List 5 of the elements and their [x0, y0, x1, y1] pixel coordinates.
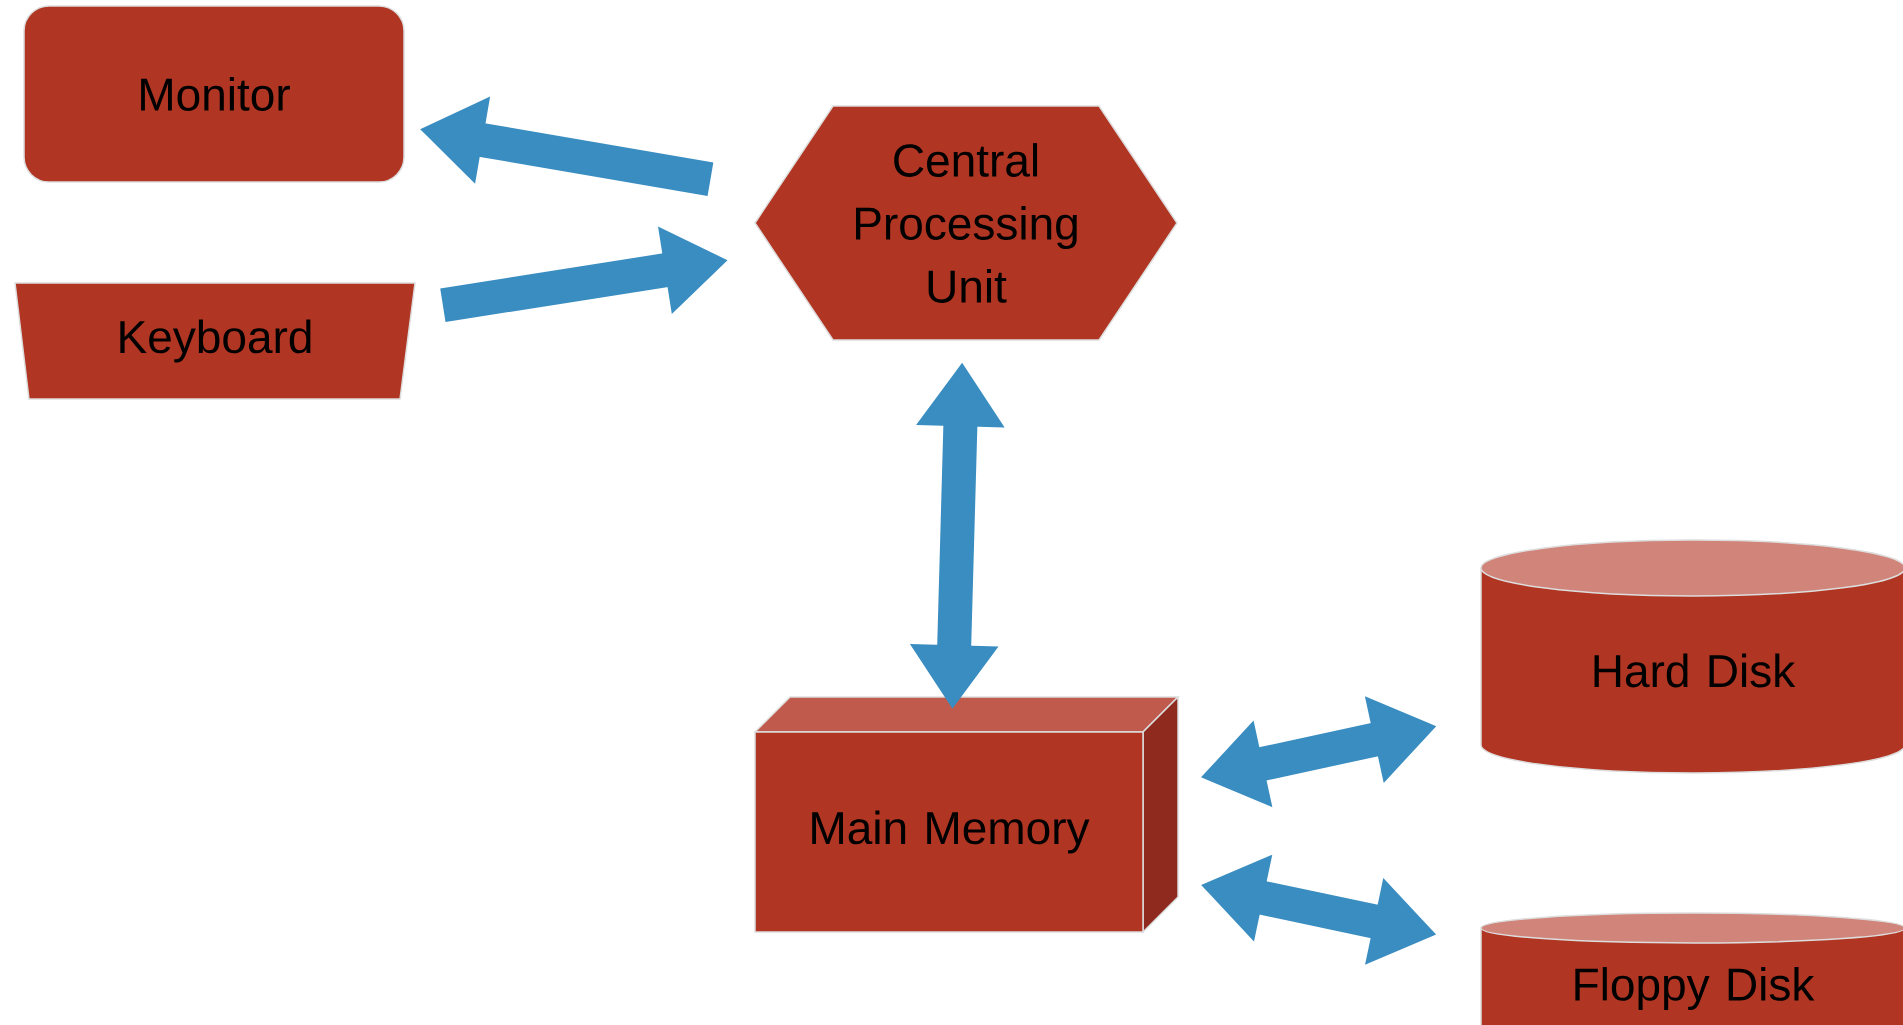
- cylinder: Floppy Disk: [1480, 912, 1903, 1025]
- cylinder: Hard Disk: [1480, 539, 1903, 774]
- rounded-box: Monitor: [23, 5, 405, 183]
- trapezoid-box: Keyboard: [14, 282, 416, 400]
- hexagon-box: Central Processing Unit: [754, 105, 1178, 341]
